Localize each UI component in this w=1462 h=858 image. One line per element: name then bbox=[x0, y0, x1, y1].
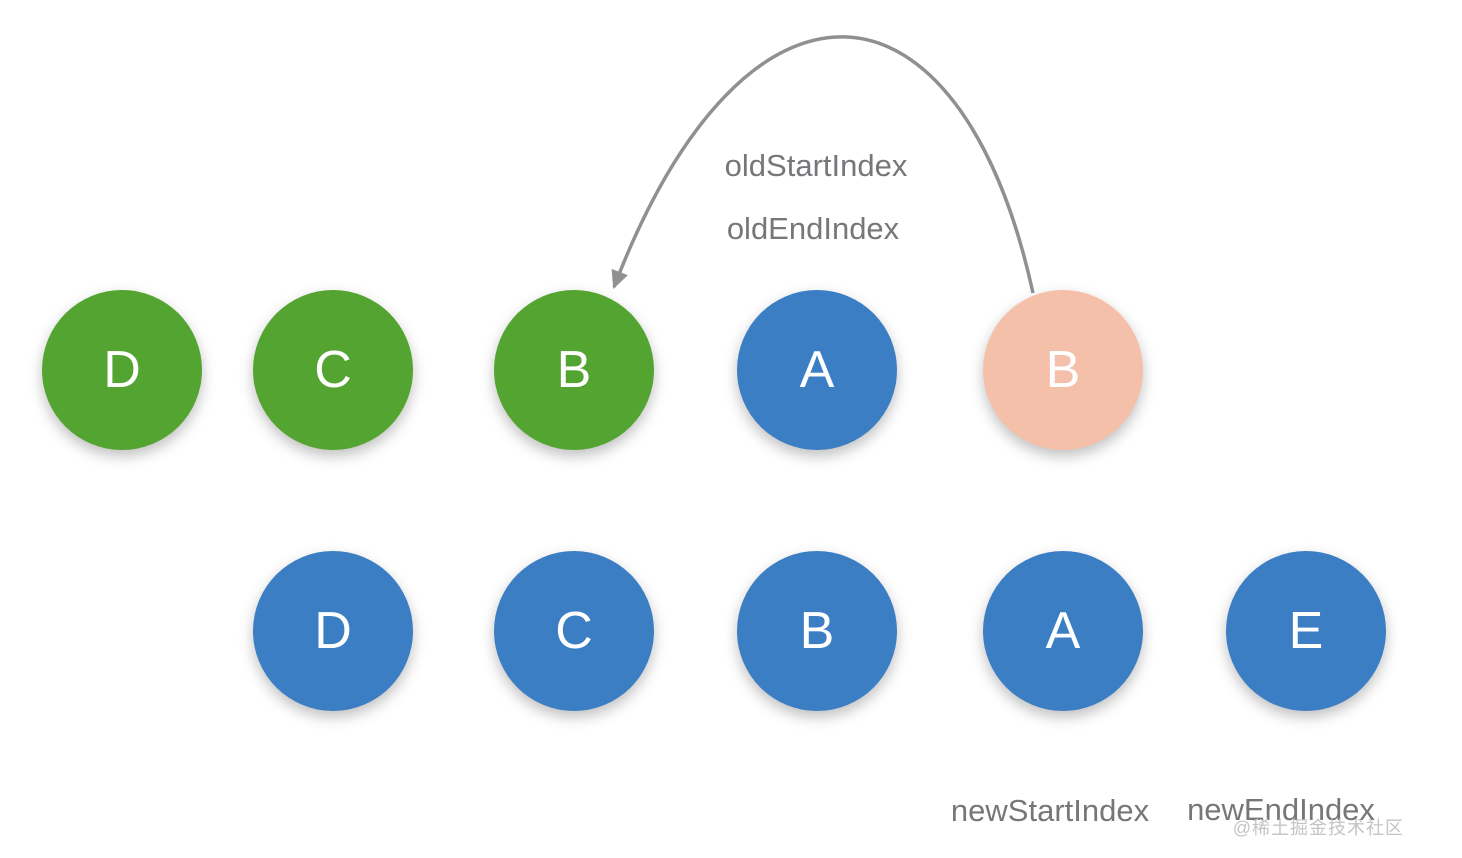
node-label: A bbox=[1045, 602, 1081, 660]
new-node-D: D bbox=[253, 551, 413, 711]
node-label: A bbox=[799, 341, 835, 399]
watermark: @稀土掘金技术社区 bbox=[1232, 818, 1404, 838]
node-label: C bbox=[555, 602, 593, 660]
node-label: B bbox=[799, 602, 835, 660]
new-node-E: E bbox=[1226, 551, 1386, 711]
old-end-index-label: oldEndIndex bbox=[726, 211, 900, 246]
old-node-C: C bbox=[253, 290, 413, 450]
new-node-C: C bbox=[494, 551, 654, 711]
new-start-index-label: newStartIndex bbox=[950, 793, 1150, 828]
new-node-A: A bbox=[983, 551, 1143, 711]
old-node-A: A bbox=[737, 290, 897, 450]
new-end-index-label: newEndIndex bbox=[1187, 792, 1375, 827]
old-start-index-label: oldStartIndex bbox=[724, 148, 908, 183]
node-label: C bbox=[314, 341, 352, 399]
node-label: D bbox=[314, 602, 352, 660]
node-label: D bbox=[103, 341, 141, 399]
old-node-D: D bbox=[42, 290, 202, 450]
new-node-B: B bbox=[737, 551, 897, 711]
node-label: B bbox=[1045, 341, 1081, 399]
node-label: B bbox=[556, 341, 592, 399]
old-node-B: B bbox=[494, 290, 654, 450]
node-label: E bbox=[1288, 602, 1324, 660]
old-node-B: B bbox=[983, 290, 1143, 450]
